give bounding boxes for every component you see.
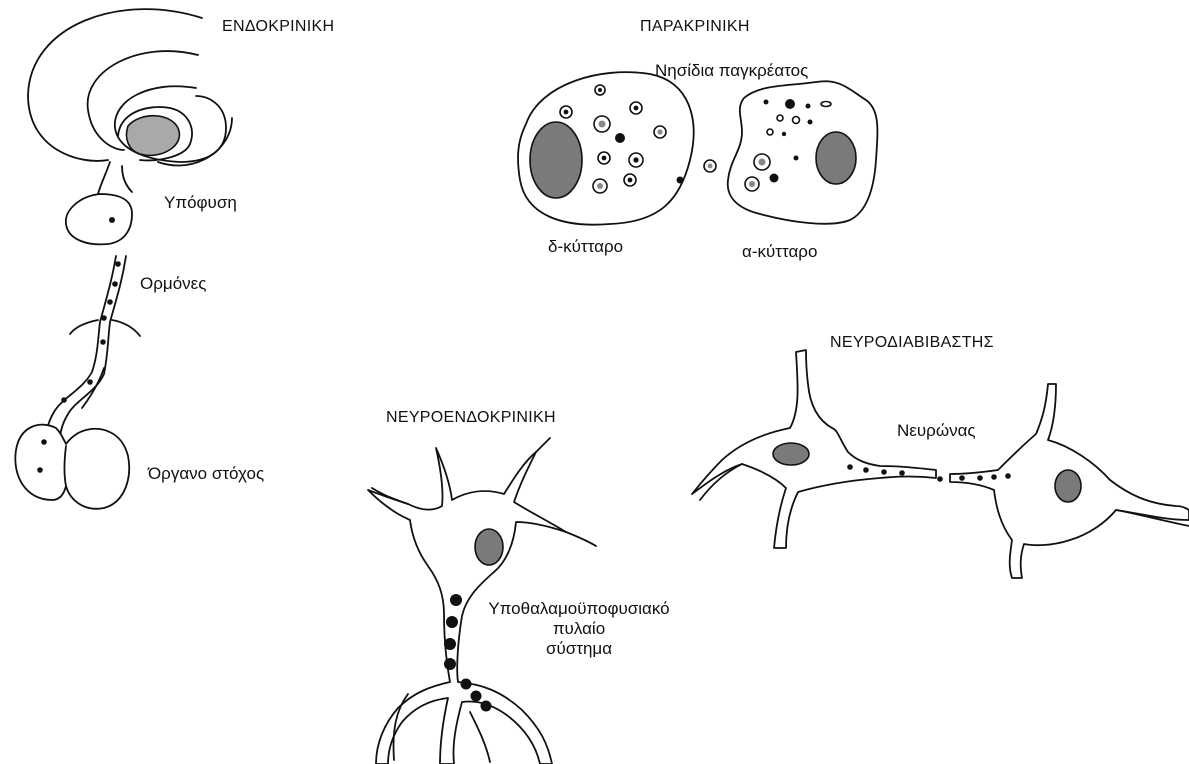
vessel-branch-left bbox=[70, 320, 98, 334]
neurosecretory-granule bbox=[461, 679, 472, 690]
granule bbox=[794, 156, 799, 161]
granule-core bbox=[708, 164, 713, 169]
neuron-label: Νευρώνας bbox=[897, 422, 976, 439]
alpha-cell-label: α-κύτταρο bbox=[742, 243, 817, 260]
target-dot bbox=[37, 467, 43, 473]
hormone-dot bbox=[87, 379, 93, 385]
neurosecretory-granule bbox=[450, 594, 462, 606]
synaptic-vesicle bbox=[977, 475, 983, 481]
neurotransmitter-panel bbox=[692, 350, 1189, 578]
endocrine-panel bbox=[15, 9, 232, 509]
neurosecretory-granule bbox=[481, 701, 492, 712]
hypothalamus-nucleus bbox=[127, 116, 180, 156]
portal-label-line3: σύστημα bbox=[484, 640, 674, 657]
granule bbox=[615, 133, 625, 143]
hormone-dot bbox=[100, 339, 106, 345]
pituitary-stalk-right bbox=[122, 166, 132, 192]
granule-core bbox=[597, 183, 603, 189]
portal-label-line2: πυλαίο bbox=[484, 620, 674, 637]
delta-cell-nucleus bbox=[530, 122, 582, 198]
presynaptic-nucleus bbox=[773, 443, 809, 465]
granule bbox=[770, 174, 779, 183]
granule-core bbox=[628, 178, 633, 183]
neurosecretory-granule bbox=[446, 616, 458, 628]
pituitary-label: Υπόφυση bbox=[164, 194, 237, 211]
granule bbox=[677, 177, 684, 184]
alpha-cell-nucleus bbox=[816, 132, 856, 184]
pituitary-hormone-dot bbox=[109, 217, 115, 223]
hormone-dot bbox=[112, 281, 118, 287]
synaptic-vesicle bbox=[1005, 473, 1011, 479]
neuroendocrine-nucleus bbox=[475, 529, 503, 565]
presynaptic-neuron bbox=[692, 350, 936, 548]
hormones-label: Ορμόνες bbox=[140, 275, 206, 292]
granule bbox=[793, 117, 800, 124]
neurotransmitter-title: ΝΕΥΡΟΔΙΑΒΙΒΑΣΤΗΣ bbox=[830, 335, 994, 351]
granule bbox=[785, 99, 795, 109]
portal-system-label: Υποθαλαμοϋποφυσιακό πυλαίο σύστημα bbox=[484, 600, 674, 657]
neuroendocrine-title: ΝΕΥΡΟΕΝΔΟΚΡΙΝΙΚΗ bbox=[386, 410, 556, 426]
hormone-dot bbox=[115, 261, 121, 267]
target-organ-label: Όργανο στόχος bbox=[148, 465, 264, 482]
synaptic-vesicle bbox=[863, 467, 869, 473]
granule-core bbox=[599, 121, 606, 128]
granule-core bbox=[749, 181, 755, 187]
endocrine-title: ΕΝΔΟΚΡΙΝΙΚΗ bbox=[222, 19, 334, 35]
neurosecretory-granule bbox=[471, 691, 482, 702]
pituitary-stalk bbox=[98, 162, 110, 194]
granule bbox=[806, 104, 811, 109]
granule-core bbox=[634, 106, 639, 111]
synaptic-vesicle bbox=[937, 476, 943, 482]
hormone-dot bbox=[101, 315, 107, 321]
granule-core bbox=[657, 129, 662, 134]
synaptic-vesicle bbox=[959, 475, 965, 481]
neurosecretory-granule bbox=[444, 658, 456, 670]
granule-core bbox=[759, 159, 766, 166]
granule-core bbox=[598, 88, 602, 92]
granule-core bbox=[602, 156, 607, 161]
pancreatic-islets-label: Νησίδια παγκρέατος bbox=[655, 62, 808, 79]
synaptic-vesicle bbox=[881, 469, 887, 475]
synaptic-vesicle bbox=[847, 464, 853, 470]
portal-vessel-line bbox=[470, 712, 490, 762]
paracrine-panel bbox=[518, 72, 877, 225]
neurosecretory-granule bbox=[444, 638, 456, 650]
target-dot bbox=[41, 439, 47, 445]
granule bbox=[767, 129, 773, 135]
granule bbox=[808, 120, 813, 125]
target-organ bbox=[15, 425, 129, 509]
portal-label-line1: Υποθαλαμοϋποφυσιακό bbox=[484, 600, 674, 617]
granule bbox=[777, 115, 783, 121]
granule-core bbox=[564, 110, 569, 115]
blood-vessel-left bbox=[46, 256, 116, 440]
neuron-dendrite bbox=[536, 438, 550, 452]
pituitary-gland bbox=[66, 194, 132, 244]
postsynaptic-nucleus bbox=[1055, 470, 1081, 502]
hormone-dot bbox=[107, 299, 113, 305]
synaptic-vesicle bbox=[899, 470, 905, 476]
delta-cell-label: δ-κύτταρο bbox=[548, 238, 623, 255]
paracrine-title: ΠΑΡΑΚΡΙΝΙΚΗ bbox=[640, 19, 750, 35]
granule bbox=[782, 132, 786, 136]
vessel-branch-right bbox=[112, 320, 140, 336]
hormone-dot bbox=[61, 397, 67, 403]
granule bbox=[764, 100, 769, 105]
synaptic-vesicle bbox=[991, 474, 997, 480]
granule bbox=[821, 102, 831, 107]
neuron-dendrite bbox=[566, 532, 596, 546]
granule-core bbox=[633, 157, 638, 162]
